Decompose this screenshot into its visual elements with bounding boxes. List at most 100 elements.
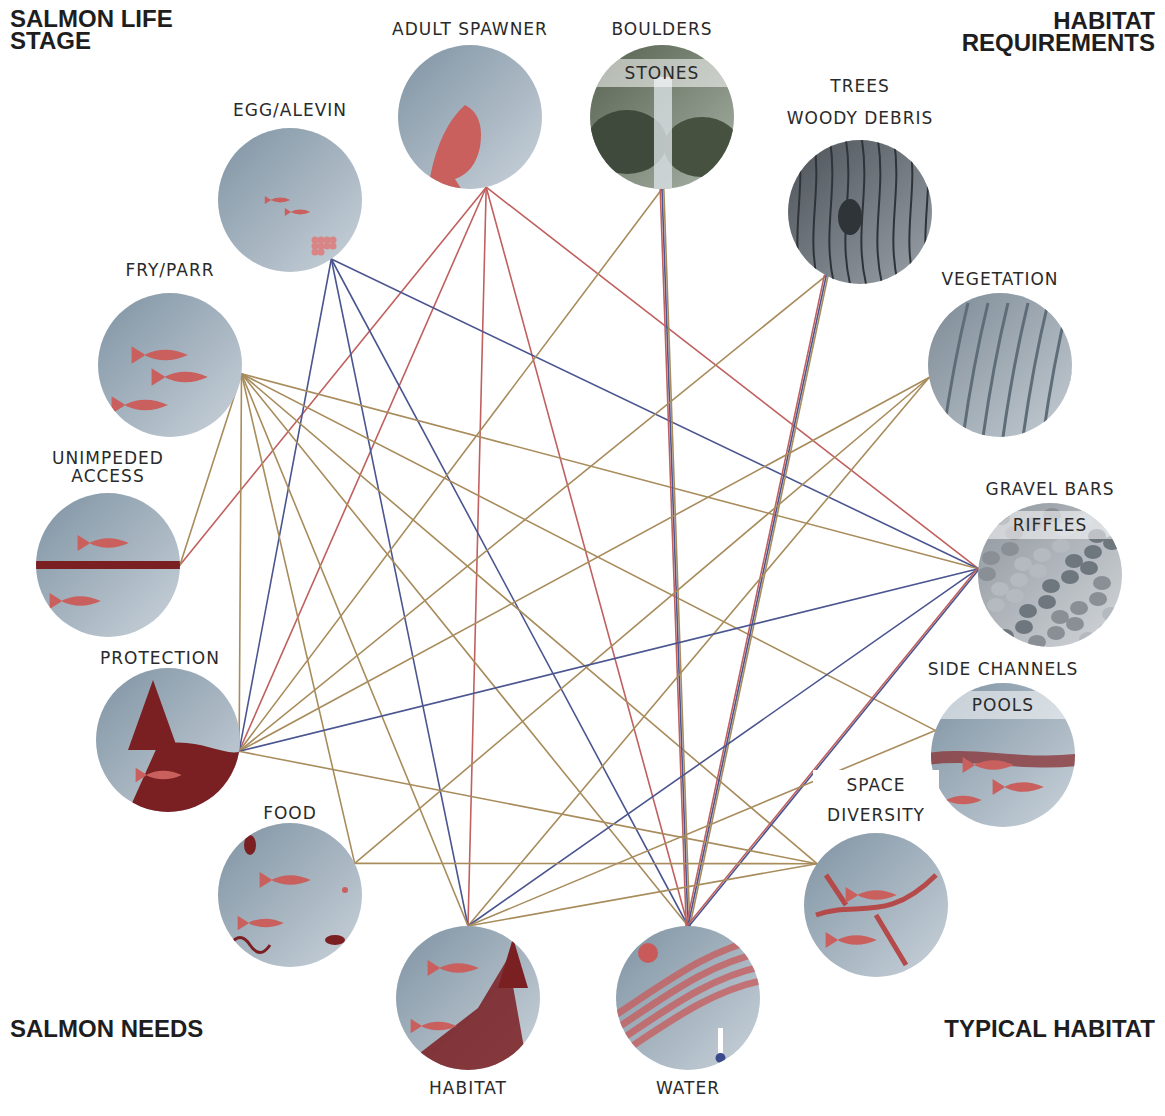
- pebble: [1084, 545, 1102, 559]
- egg: [318, 243, 325, 250]
- connector: [242, 374, 355, 864]
- habitat-circle: ADULT SPAWNER: [398, 45, 542, 189]
- connector-line: [239, 187, 486, 751]
- wood-grain: [861, 140, 866, 284]
- water-stream: [654, 77, 672, 197]
- side-channel: [921, 757, 1095, 762]
- pebble: [1065, 554, 1083, 568]
- worm: [230, 938, 270, 953]
- node-circle: [96, 668, 240, 812]
- food-particle: [342, 887, 348, 893]
- connector-line: [660, 189, 686, 926]
- pebble: [1098, 623, 1116, 637]
- node-label: SIDE CHANNELS: [925, 659, 1082, 679]
- pebble: [1042, 579, 1060, 593]
- connector-line: [242, 374, 979, 569]
- node-label: PROTECTION: [97, 648, 223, 668]
- egg: [324, 243, 331, 250]
- egg: [330, 243, 337, 250]
- connector-line: [686, 275, 824, 925]
- pebble: [1047, 626, 1065, 640]
- fern-frond: [1003, 303, 1028, 437]
- node-illustration: [218, 823, 362, 967]
- wood-grain: [813, 140, 818, 284]
- pebble: [1102, 607, 1120, 621]
- node-circle: [98, 293, 242, 437]
- fern-frond: [1023, 303, 1048, 437]
- label-band: [978, 511, 1122, 539]
- pebble: [1093, 576, 1111, 590]
- connector: [239, 378, 929, 752]
- node-label: HABITAT: [426, 1078, 510, 1098]
- band-label: POOLS: [969, 695, 1037, 715]
- node-illustration: [804, 833, 948, 977]
- pebble: [1070, 601, 1088, 615]
- node-label: GRAVEL BARS: [983, 479, 1118, 499]
- node-circle: [218, 823, 362, 967]
- fish-icon: [265, 196, 291, 204]
- connector: [242, 374, 818, 864]
- habitat-circle: EGG/ALEVIN: [218, 128, 362, 272]
- node-illustration: [977, 503, 1125, 649]
- pebble: [987, 598, 1005, 612]
- pebble: [1061, 570, 1079, 584]
- connector: [239, 187, 486, 751]
- connector: [468, 864, 817, 926]
- connector: [239, 569, 978, 752]
- node-illustration: [16, 493, 200, 637]
- pebble: [982, 551, 1000, 565]
- egg: [312, 243, 319, 250]
- overhang-bank: [128, 743, 243, 812]
- node-circle: [218, 128, 362, 272]
- fern-frond: [963, 303, 988, 437]
- node-label: BOULDERS: [608, 19, 715, 39]
- band-label: RIFFLES: [1010, 515, 1090, 535]
- habitat-circle: TREESWOODY DEBRIS: [788, 140, 932, 284]
- braided-channel: [816, 875, 936, 965]
- connector-line: [468, 187, 486, 926]
- fish-icon: [136, 768, 182, 782]
- egg: [318, 237, 325, 244]
- insect: [244, 835, 256, 855]
- pebble: [978, 567, 996, 581]
- egg: [330, 237, 337, 244]
- habitat-circle: VEGETATION: [928, 293, 1072, 437]
- fish-icon: [846, 887, 897, 903]
- connector-line: [239, 374, 241, 752]
- fern-frond: [1043, 303, 1068, 437]
- node-label: VEGETATION: [938, 269, 1061, 289]
- passage-bar: [16, 561, 200, 569]
- node-ground: [788, 140, 932, 284]
- node-ground: [98, 293, 242, 437]
- fish-icon: [428, 960, 479, 976]
- pebble: [1006, 589, 1024, 603]
- section-heading: TYPICAL HABITAT: [895, 1018, 1155, 1040]
- node-label: FRY/PARR: [122, 260, 217, 280]
- node-illustration: [587, 45, 740, 197]
- fish-icon: [285, 208, 311, 216]
- wood-grain: [925, 140, 930, 284]
- wood-grain: [893, 140, 898, 284]
- node-label: ADULT SPAWNER: [389, 19, 551, 39]
- node-label: UNIMPEDED ACCESS: [45, 449, 171, 485]
- node-label: TREES: [827, 76, 892, 96]
- pebble: [991, 582, 1009, 596]
- pebble: [1001, 542, 1019, 556]
- pebble: [1107, 520, 1125, 534]
- pebble: [1080, 561, 1098, 575]
- section-heading: HABITAT REQUIREMENTS: [915, 10, 1155, 54]
- node-illustration: [396, 926, 540, 1070]
- wood-grain: [877, 140, 882, 284]
- pebble: [1010, 573, 1028, 587]
- egg: [318, 249, 325, 256]
- fern-frond: [1063, 303, 1088, 437]
- fish-icon: [993, 779, 1044, 795]
- tree-icon: [498, 938, 528, 988]
- wood-grain: [909, 140, 914, 284]
- node-illustration: [928, 293, 1088, 437]
- connector-line: [468, 864, 817, 926]
- fish-icon: [238, 916, 284, 930]
- pebble: [1079, 632, 1097, 646]
- connector: [355, 863, 817, 864]
- node-ground: [218, 128, 362, 272]
